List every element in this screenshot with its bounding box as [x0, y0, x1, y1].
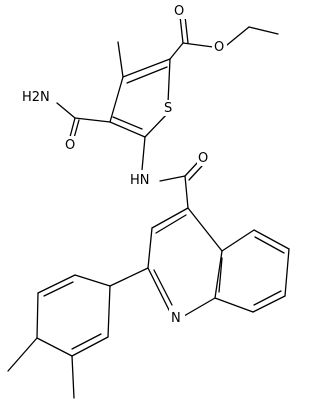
- amide-linkage: [141, 136, 203, 209]
- bond: [141, 136, 146, 171]
- bond: [74, 274, 111, 287]
- bond: [37, 274, 76, 294]
- bond: [248, 26, 279, 35]
- bond: [253, 229, 290, 250]
- bond: [187, 207, 223, 252]
- bond: [253, 290, 282, 306]
- structure-canvas: O O H2N O S HN O N: [7, 3, 290, 399]
- atom-label-nitrogen: N: [171, 311, 181, 326]
- bond: [71, 333, 102, 350]
- atom-label-sulfur: S: [164, 101, 172, 116]
- ethyl-ester: [169, 15, 279, 60]
- bond: [184, 175, 189, 209]
- bond: [284, 248, 290, 297]
- bond: [155, 214, 187, 234]
- bond: [36, 337, 73, 357]
- bond: [109, 76, 124, 123]
- bond: [122, 58, 171, 78]
- bond: [184, 161, 199, 177]
- atom-label-oxygen: O: [174, 4, 184, 19]
- bond: [183, 297, 216, 317]
- bond: [71, 336, 109, 357]
- bond: [167, 58, 171, 104]
- bond: [147, 227, 153, 269]
- bond: [144, 112, 169, 138]
- bond: [221, 229, 255, 252]
- dimethylphenyl-ring: [7, 274, 111, 399]
- atom-labels: O O H2N O S HN O N: [21, 3, 227, 326]
- methyl-bond: [71, 355, 75, 399]
- methyl-bond: [117, 41, 124, 78]
- atom-label-amine: H2N: [22, 90, 50, 105]
- bond: [159, 175, 186, 182]
- atom-label-oxygen: O: [65, 138, 75, 153]
- bond: [153, 269, 173, 306]
- bond: [73, 119, 80, 139]
- bond: [169, 42, 184, 60]
- methyl-bond: [7, 337, 38, 372]
- bond: [179, 15, 184, 44]
- bond: [151, 207, 189, 229]
- molecule-drawing: O O H2N O S HN O N: [7, 3, 290, 399]
- thiophene-ring: [109, 58, 171, 138]
- atom-label-oxygen: O: [198, 151, 208, 166]
- bond: [184, 15, 189, 44]
- bond: [74, 117, 111, 123]
- bond: [252, 295, 286, 313]
- bond: [218, 257, 223, 293]
- atom-label-oxygen: O: [214, 40, 224, 55]
- bond: [254, 236, 285, 254]
- bond: [36, 292, 39, 339]
- bond: [226, 26, 250, 46]
- bond: [147, 267, 171, 313]
- biaryl-bond: [109, 267, 149, 287]
- quinoline-pyridine-ring: [147, 207, 223, 317]
- bond: [56, 102, 76, 119]
- bond: [109, 121, 146, 138]
- bond: [182, 42, 214, 48]
- bond: [126, 66, 168, 84]
- bond: [69, 117, 76, 138]
- bond: [107, 285, 111, 338]
- bond: [214, 250, 223, 299]
- carboxamide: [56, 102, 111, 139]
- bond: [214, 297, 254, 313]
- quinoline-benzo-ring: [214, 229, 290, 313]
- bond: [112, 116, 143, 130]
- bond: [188, 165, 203, 181]
- bond: [43, 281, 74, 297]
- atom-label-nh: HN: [130, 173, 150, 188]
